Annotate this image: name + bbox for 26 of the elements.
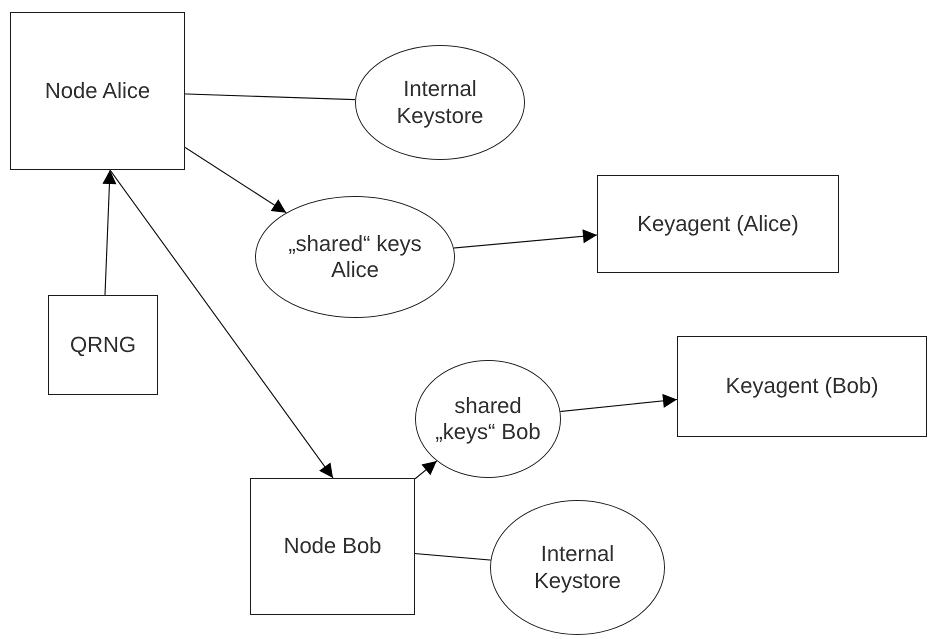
node-label: Keyagent (Bob) bbox=[724, 373, 880, 400]
process-box bbox=[10, 12, 185, 170]
connector-line bbox=[414, 552, 491, 561]
node-label: shared „keys“ Bob bbox=[434, 392, 542, 446]
arrow bbox=[102, 170, 116, 296]
arrow bbox=[184, 146, 287, 214]
connector-line bbox=[184, 93, 356, 100]
process-box bbox=[677, 336, 927, 437]
ellipse-shape bbox=[490, 500, 665, 635]
ellipse-shape bbox=[255, 196, 455, 318]
process-box bbox=[250, 478, 415, 615]
arrow bbox=[560, 394, 678, 412]
node-label: QRNG bbox=[69, 332, 137, 358]
node-label: „shared“ keys Alice bbox=[287, 230, 423, 284]
node-label: Keyagent (Alice) bbox=[636, 210, 800, 238]
ellipse-shape bbox=[415, 360, 561, 478]
arrow bbox=[110, 170, 334, 478]
node-label: Internal Keystore bbox=[533, 541, 622, 594]
node-label: Node Alice bbox=[44, 78, 152, 104]
process-box bbox=[48, 295, 158, 395]
ellipse-shape bbox=[355, 45, 525, 160]
node-label: Node Bob bbox=[282, 533, 382, 560]
arrow bbox=[414, 460, 438, 480]
process-box bbox=[597, 175, 839, 273]
arrow bbox=[454, 229, 598, 249]
node-label: Internal Keystore bbox=[396, 76, 484, 129]
